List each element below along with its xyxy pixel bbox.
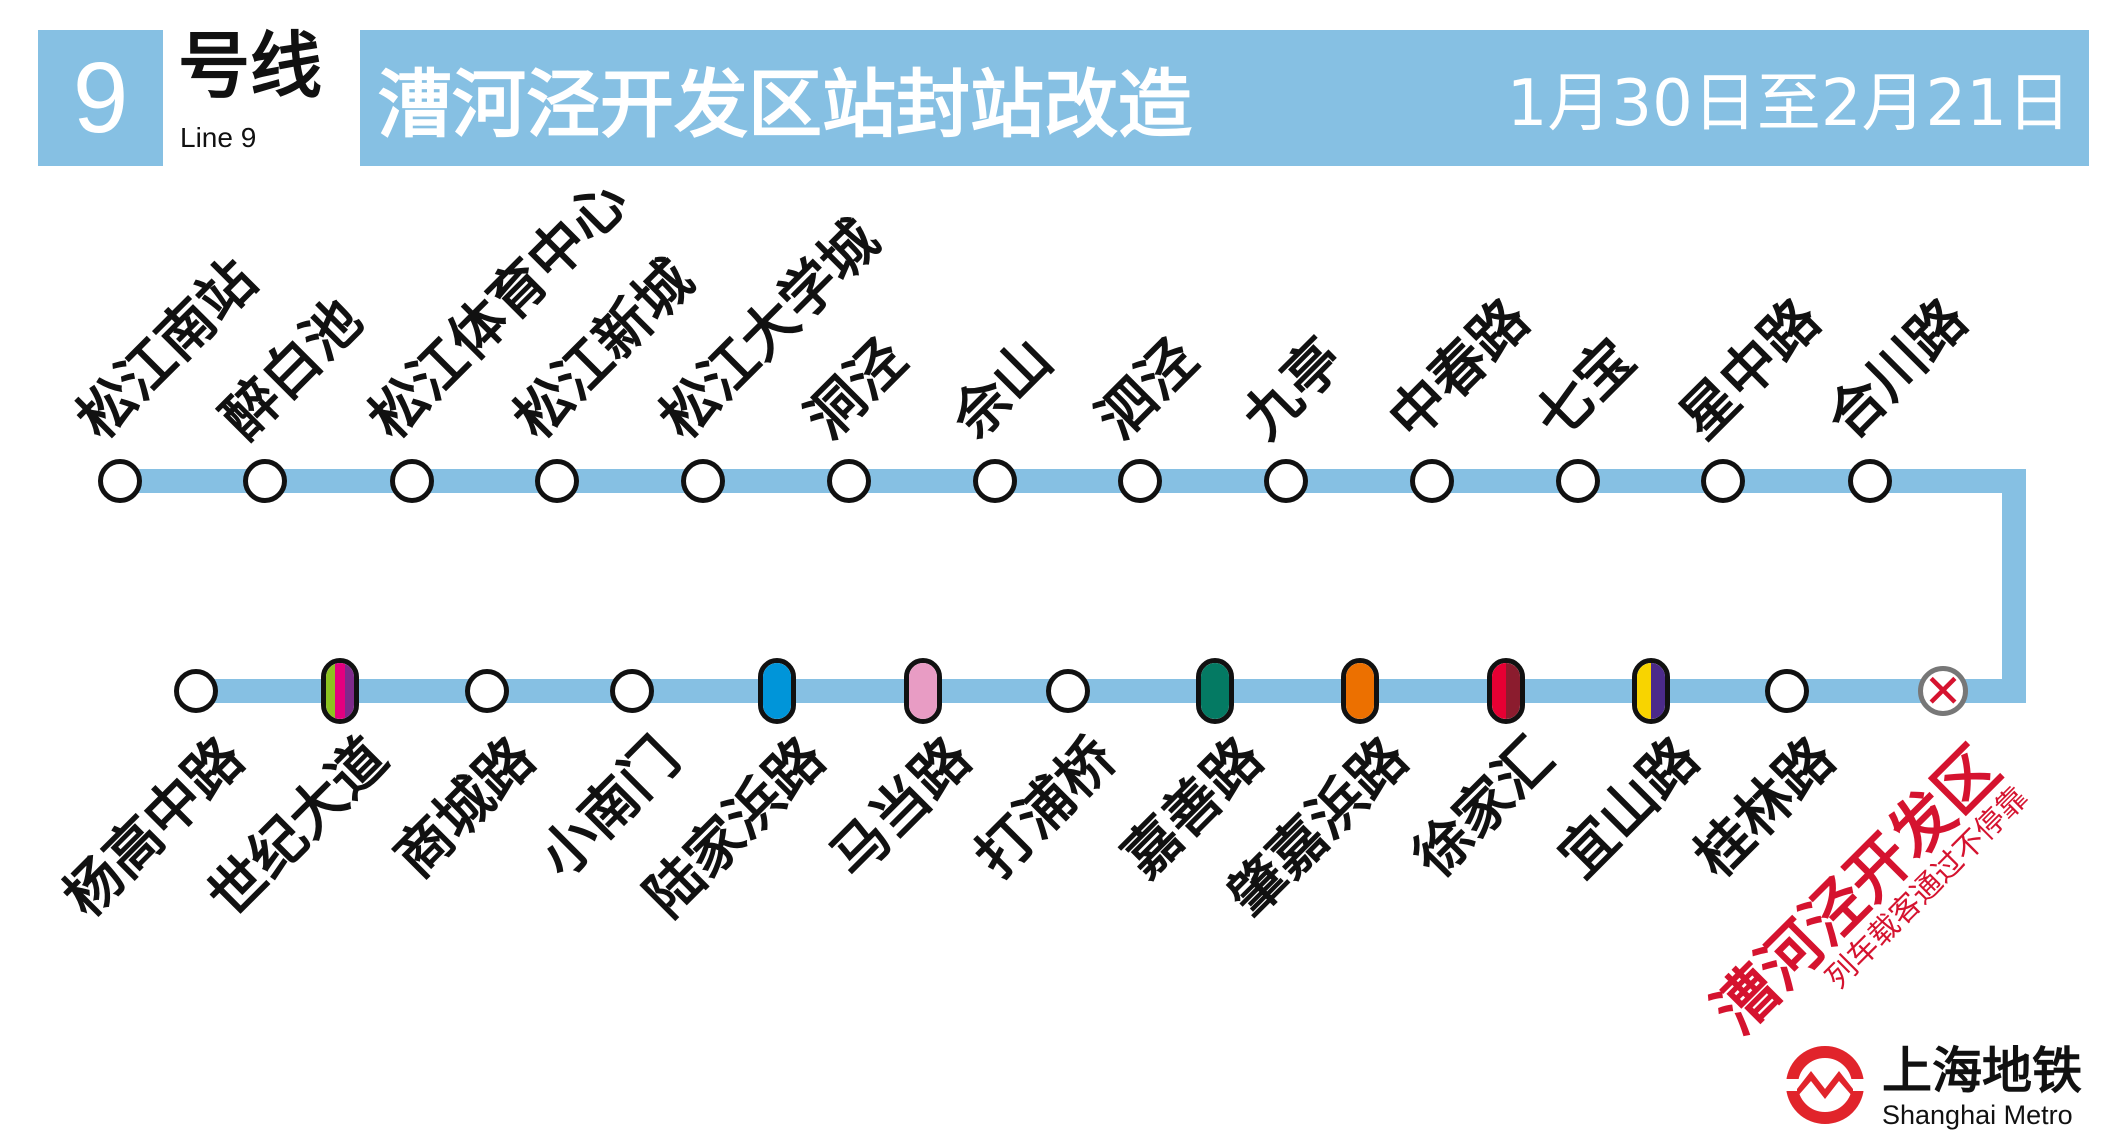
station-marker[interactable] bbox=[243, 459, 287, 503]
station-marker[interactable] bbox=[1701, 459, 1745, 503]
closed-station-marker[interactable]: ✕ bbox=[1918, 666, 1968, 716]
station-marker[interactable] bbox=[681, 459, 725, 503]
station-marker[interactable] bbox=[610, 669, 654, 713]
station-marker[interactable] bbox=[535, 459, 579, 503]
station-label: 徐家汇 bbox=[1401, 725, 1567, 891]
interchange-station-marker[interactable] bbox=[321, 658, 359, 724]
interchange-station-marker[interactable] bbox=[758, 658, 796, 724]
shanghai-metro-logo-icon bbox=[1785, 1046, 1865, 1124]
station-marker[interactable] bbox=[1765, 669, 1809, 713]
station-label: 打浦桥 bbox=[963, 725, 1129, 891]
station-marker[interactable] bbox=[1848, 459, 1892, 503]
station-label: 桂林路 bbox=[1682, 725, 1848, 891]
station-marker[interactable] bbox=[98, 459, 142, 503]
interchange-station-marker[interactable] bbox=[1487, 658, 1525, 724]
interchange-station-marker[interactable] bbox=[904, 658, 942, 724]
station-marker[interactable] bbox=[1410, 459, 1454, 503]
station-label: 星中路 bbox=[1667, 287, 1833, 452]
station-marker[interactable] bbox=[1118, 459, 1162, 503]
station-marker[interactable] bbox=[1556, 459, 1600, 503]
line-number-badge: 9 bbox=[38, 30, 163, 166]
logo-text-en: Shanghai Metro bbox=[1882, 1100, 2073, 1130]
interchange-line-color bbox=[909, 663, 937, 719]
interchange-line-color bbox=[1492, 663, 1506, 719]
closure-dates: 1月30日至2月21日 bbox=[1506, 67, 2071, 141]
station-marker[interactable] bbox=[390, 459, 434, 503]
station-label: 泗泾 bbox=[1084, 326, 1211, 452]
interchange-line-color bbox=[1201, 663, 1229, 719]
station-label: 中春路 bbox=[1376, 287, 1542, 452]
logo-text-cn: 上海地铁 bbox=[1882, 1042, 2082, 1100]
station-marker[interactable] bbox=[973, 459, 1017, 503]
interchange-line-color bbox=[1651, 663, 1665, 719]
station-marker[interactable] bbox=[1264, 459, 1308, 503]
interchange-line-color bbox=[326, 663, 336, 719]
station-label: 马当路 bbox=[818, 725, 984, 891]
interchange-line-color bbox=[344, 663, 354, 719]
station-marker[interactable] bbox=[465, 669, 509, 713]
page-title: 漕河泾开发区站封站改造 bbox=[378, 61, 1192, 148]
station-marker[interactable] bbox=[827, 459, 871, 503]
interchange-line-color bbox=[1506, 663, 1520, 719]
interchange-line-color bbox=[335, 663, 345, 719]
track-right bbox=[2002, 469, 2026, 703]
station-label: 佘山 bbox=[939, 326, 1066, 452]
interchange-line-color bbox=[1346, 663, 1374, 719]
line-label-cn: 号线 bbox=[178, 24, 323, 108]
station-label: 合川路 bbox=[1814, 287, 1980, 452]
station-label: 七宝 bbox=[1522, 326, 1649, 452]
interchange-station-marker[interactable] bbox=[1632, 658, 1670, 724]
title-bar: 漕河泾开发区站封站改造 1月30日至2月21日 bbox=[360, 30, 2089, 166]
station-label: 商城路 bbox=[382, 725, 548, 891]
line-label-en: Line 9 bbox=[180, 122, 257, 153]
interchange-line-color bbox=[763, 663, 791, 719]
station-marker[interactable] bbox=[1046, 669, 1090, 713]
station-label: 宜山路 bbox=[1546, 725, 1712, 891]
interchange-line-color bbox=[1637, 663, 1651, 719]
station-label: 洞泾 bbox=[793, 326, 920, 452]
station-marker[interactable] bbox=[174, 669, 218, 713]
interchange-station-marker[interactable] bbox=[1341, 658, 1379, 724]
station-label: 九亭 bbox=[1230, 326, 1357, 452]
interchange-station-marker[interactable] bbox=[1196, 658, 1234, 724]
cross-icon: ✕ bbox=[1923, 664, 1963, 718]
